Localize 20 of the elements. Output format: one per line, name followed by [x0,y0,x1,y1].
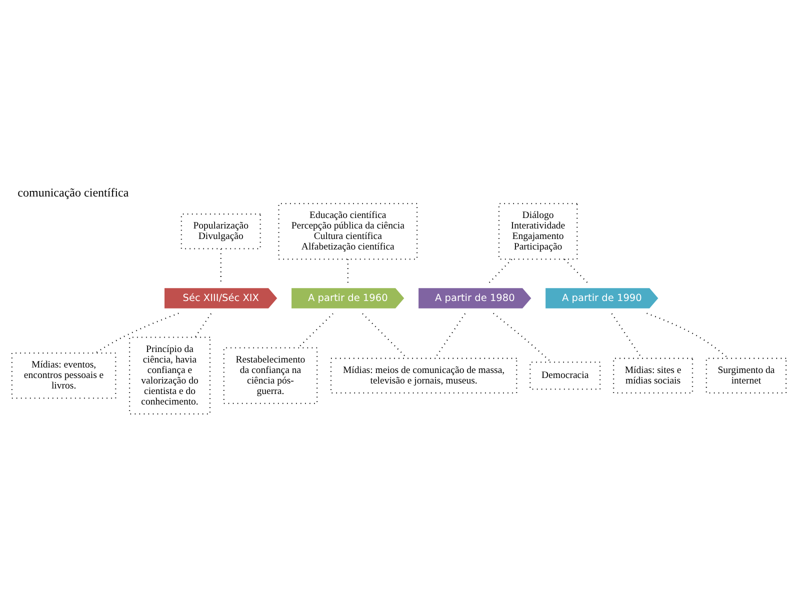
node-box: Democracia [530,362,601,390]
node-box: Educação científica Percepção pública da ciência Cultura científica Alfabetização científica [278,202,418,260]
node-box: Restabelecimento da confiança na ciência pós-guerra. [223,347,318,404]
connector [347,259,348,283]
node-box: Mídias: meios de comunicação de massa, televisão e jornais, museus. [330,358,518,394]
node-box: Mídias: eventos, encontros pessoais e livros. [11,352,116,399]
connector [95,312,179,354]
node-box: Popularização Divulgação [180,214,261,250]
connector [488,258,512,284]
diagram-title: comunicação científica [18,186,129,200]
connector [493,312,552,362]
node-box: Mídias: sites e mídias sociais [613,358,694,394]
node-box: Princípio da ciência, havia confiança e valorização do cientista e do conhecimento. [129,336,211,415]
connector [564,258,588,284]
connector [646,312,729,359]
connector [298,313,334,348]
connector [194,313,212,338]
connector [362,313,408,359]
node-box: Diálogo Interatividade Engajamento Participação [498,202,578,260]
node-box: Surgimento da internet [706,358,787,394]
